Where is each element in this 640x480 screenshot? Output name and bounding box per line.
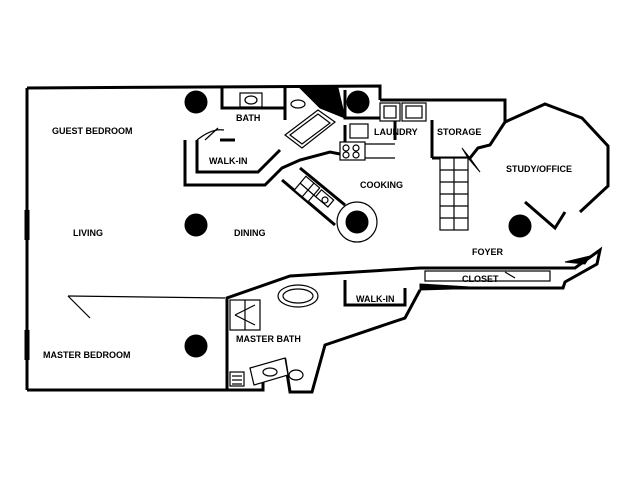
label-master-bedroom: MASTER BEDROOM [43, 350, 131, 360]
label-laundry: LAUNDRY [374, 127, 418, 137]
outer-walls [24, 84, 610, 392]
label-living: LIVING [73, 228, 103, 238]
label-storage: STORAGE [437, 127, 481, 137]
label-walk-in-bottom: WALK-IN [356, 294, 395, 304]
label-foyer: FOYER [472, 247, 504, 257]
label-closet: CLOSET [462, 274, 499, 284]
kitchen [281, 90, 397, 243]
closet [419, 255, 592, 291]
master-suite [67, 266, 422, 394]
ceiling-lights [184, 90, 532, 358]
label-walk-in-top: WALK-IN [209, 156, 248, 166]
label-bath: BATH [236, 113, 260, 123]
label-study-office: STUDY/OFFICE [506, 164, 572, 174]
guest-bath-area [183, 87, 346, 187]
label-dining: DINING [234, 228, 266, 238]
laundry-storage [349, 102, 507, 231]
label-guest-bedroom: GUEST BEDROOM [52, 126, 133, 136]
label-master-bath: MASTER BATH [236, 334, 301, 344]
label-cooking: COOKING [360, 180, 403, 190]
room-labels: GUEST BEDROOM BATH WALK-IN LAUNDRY STORA… [43, 113, 572, 360]
